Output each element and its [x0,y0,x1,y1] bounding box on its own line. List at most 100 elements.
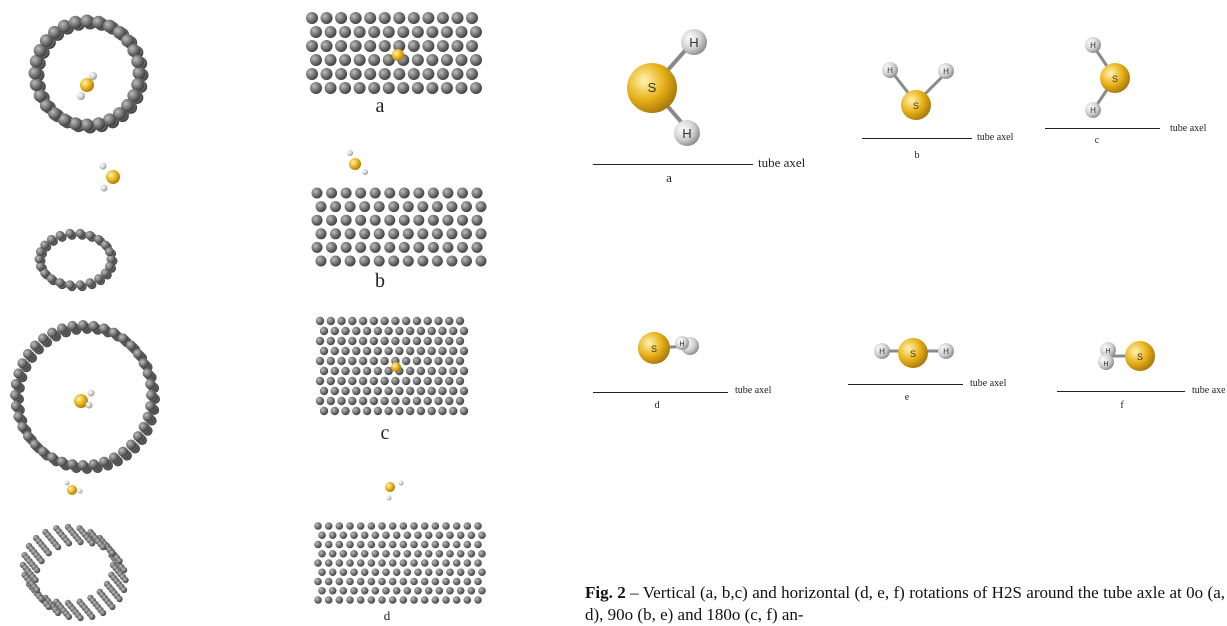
carbon-atom [431,228,443,240]
carbon-atom [378,12,391,24]
carbon-atom [74,394,88,408]
carbon-atom [393,12,406,24]
carbon-atom [131,78,145,92]
molecule-label-d: d [654,400,660,411]
carbon-atom [378,540,386,549]
hydrogen-atom [681,29,707,55]
carbon-atom [337,336,346,346]
carbon-atom [393,40,406,52]
carbon-atom [414,531,422,540]
carbon-atom [388,522,397,530]
carbon-atom [455,396,465,406]
carbon-atom [474,577,482,586]
carbon-atom [382,568,390,577]
carbon-atom [420,577,429,586]
carbon-atom [416,366,426,376]
carbon-atom [391,396,400,406]
carbon-atom [320,68,333,80]
hydrogen-atom [89,72,97,80]
carbon-atom [423,396,432,406]
carbon-atom [367,596,376,604]
carbon-atom [388,201,400,213]
carbon-atom [324,596,333,604]
carbon-atom [346,559,354,567]
carbon-atom [326,187,338,199]
carbon-atom [452,596,461,604]
caption-label: Fig. 2 [585,583,626,602]
carbon-atom [328,549,337,558]
carbon-atom [314,577,322,586]
carbon-atom [445,316,454,326]
carbon-atom [455,356,465,366]
carbon-atom [413,241,425,253]
carbon-atom [475,201,487,213]
carbon-atom [341,386,350,396]
molecule-label-b: b [914,150,920,161]
carbon-atom [315,336,325,346]
carbon-atom [423,376,432,386]
carbon-atom [54,543,62,551]
carbon-atom [352,326,361,336]
carbon-atom [427,406,436,416]
carbon-atom [474,522,482,530]
carbon-atom [330,346,339,356]
carbon-atom [388,540,397,549]
carbon-atom [47,327,58,338]
carbon-atom [339,54,352,66]
carbon-atom [330,201,342,213]
carbon-atom [87,389,95,397]
molecule-b: S H H [878,58,958,128]
molecule-f: S H H [1092,336,1162,376]
carbon-atom [380,396,389,406]
tube-sideview-d [310,520,490,610]
carbon-atom [315,228,327,240]
carbon-atom [371,549,380,558]
carbon-atom [384,406,393,416]
carbon-atom [422,40,435,52]
panel-label-a: a [375,95,385,117]
carbon-atom [455,336,465,346]
carbon-atom [335,522,344,530]
carbon-atom [358,376,368,386]
carbon-atom [471,241,483,253]
carbon-atom [411,26,424,38]
carbon-atom [467,586,476,595]
carbon-atom [330,366,339,376]
carbon-atom [456,187,468,199]
tube-axis-label: tube axel [970,378,1007,389]
carbon-atom [452,559,461,567]
carbon-atom [55,278,65,288]
carbon-atom [378,596,386,604]
tube-axis-label: tube axel [1170,123,1207,134]
carbon-atom [411,54,424,66]
carbon-atom [109,549,116,557]
carbon-atom [369,376,379,386]
carbon-atom [339,549,348,558]
carbon-atom [449,386,458,396]
carbon-atom [339,26,352,38]
carbon-atom [378,522,386,530]
carbon-atom [431,559,440,567]
carbon-atom [442,577,450,586]
carbon-atom [359,228,371,240]
carbon-atom [315,396,325,406]
tube-endview-b [30,225,125,295]
carbon-atom [373,406,383,416]
carbon-atom [326,376,335,386]
carbon-atom [99,543,107,551]
carbon-atom [411,82,424,94]
carbon-atom [371,568,380,577]
carbon-atom [446,255,458,267]
carbon-atom [335,68,348,80]
carbon-atom [435,549,444,558]
carbon-atom [339,568,348,577]
carbon-atom [100,240,110,250]
carbon-atom [427,366,436,376]
carbon-atom [478,586,486,595]
carbon-atom [478,531,486,540]
carbon-atom [40,268,50,278]
carbon-atom [57,113,71,127]
carbon-atom [324,577,333,586]
carbon-atom [399,522,408,530]
carbon-atom [471,187,483,199]
